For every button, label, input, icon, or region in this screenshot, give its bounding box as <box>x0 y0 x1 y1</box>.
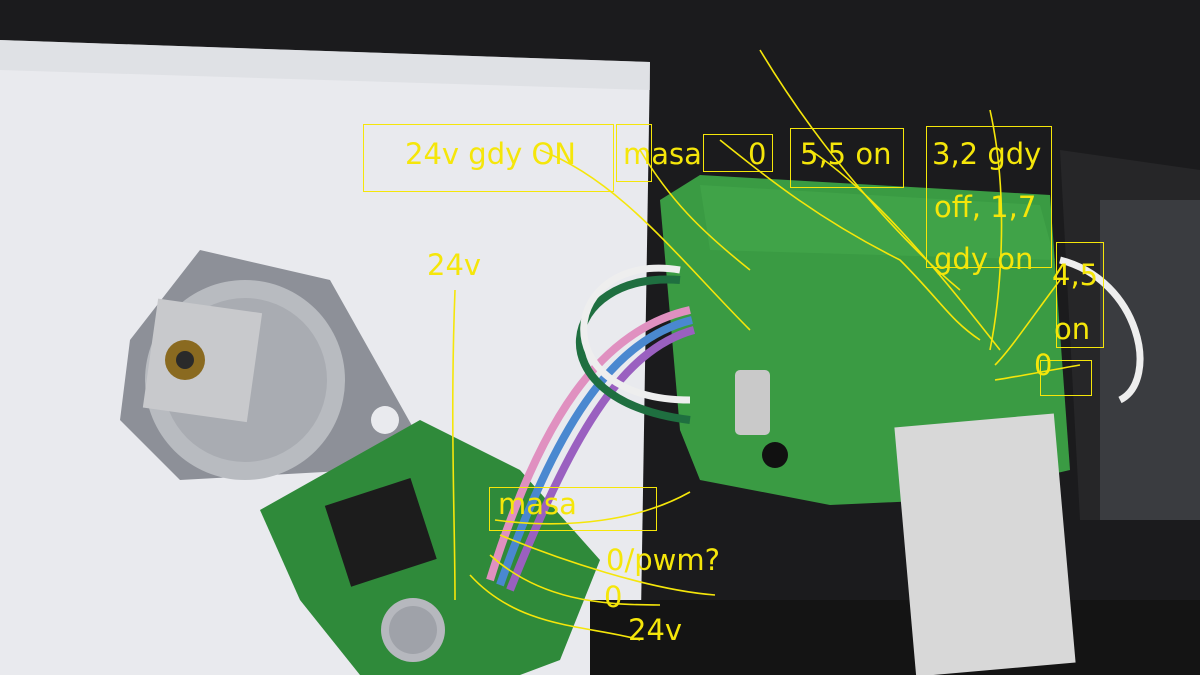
right-white-wire <box>1059 256 1144 404</box>
flat-ribbon-cable <box>894 413 1076 675</box>
label-box-masa-motor <box>489 487 657 531</box>
pcb-pad-large <box>735 370 770 435</box>
purple-wire <box>506 326 696 592</box>
printer-frame-bottom <box>590 600 1200 675</box>
label-box-32-gdy <box>926 126 1052 268</box>
pink-wire <box>486 306 691 582</box>
label-box-24v-gdy-on <box>363 124 614 192</box>
annotation-pointer-lines <box>451 49 1081 641</box>
dark-panel <box>1100 200 1200 520</box>
motor-shaft <box>176 351 194 369</box>
label-box-zero-top <box>703 134 773 172</box>
bracket-hole <box>371 406 399 434</box>
label-45-line2: on <box>1054 312 1091 346</box>
label-box-zero-right <box>1040 360 1092 396</box>
main-pcb-highlight <box>700 185 1055 260</box>
label-pwm: 0/pwm? <box>606 543 720 577</box>
label-55-on: 5,5 on <box>800 137 892 171</box>
white-wire <box>580 264 691 404</box>
label-45-line1: 4,5 <box>1052 258 1099 292</box>
label-box-45-on <box>1056 242 1104 348</box>
label-masa-motor: masa <box>498 487 577 521</box>
capacitor-top <box>389 606 437 654</box>
label-box-55-on <box>790 128 904 188</box>
label-zero-motor: 0 <box>604 580 623 614</box>
label-32-gdy-line1: 3,2 gdy <box>932 137 1042 171</box>
label-zero-top: 0 <box>748 137 767 171</box>
label-box-masa-top <box>616 124 652 182</box>
label-24v-gdy-on: 24v gdy ON <box>405 137 576 171</box>
green-wire <box>575 275 691 424</box>
label-zero-right: 0 <box>1034 348 1053 382</box>
driver-ic-chip <box>324 478 437 587</box>
label-24v-motor-bottom: 24v <box>628 613 683 647</box>
blue-wire <box>496 316 693 587</box>
label-32-gdy-line3: gdy on <box>934 242 1034 276</box>
pcb-black-hole <box>762 442 788 468</box>
label-32-gdy-line2: off, 1,7 <box>934 190 1037 224</box>
label-24v-motor-top: 24v <box>427 248 482 282</box>
label-masa-top: masa <box>623 137 702 171</box>
paper-shadow <box>0 40 650 90</box>
